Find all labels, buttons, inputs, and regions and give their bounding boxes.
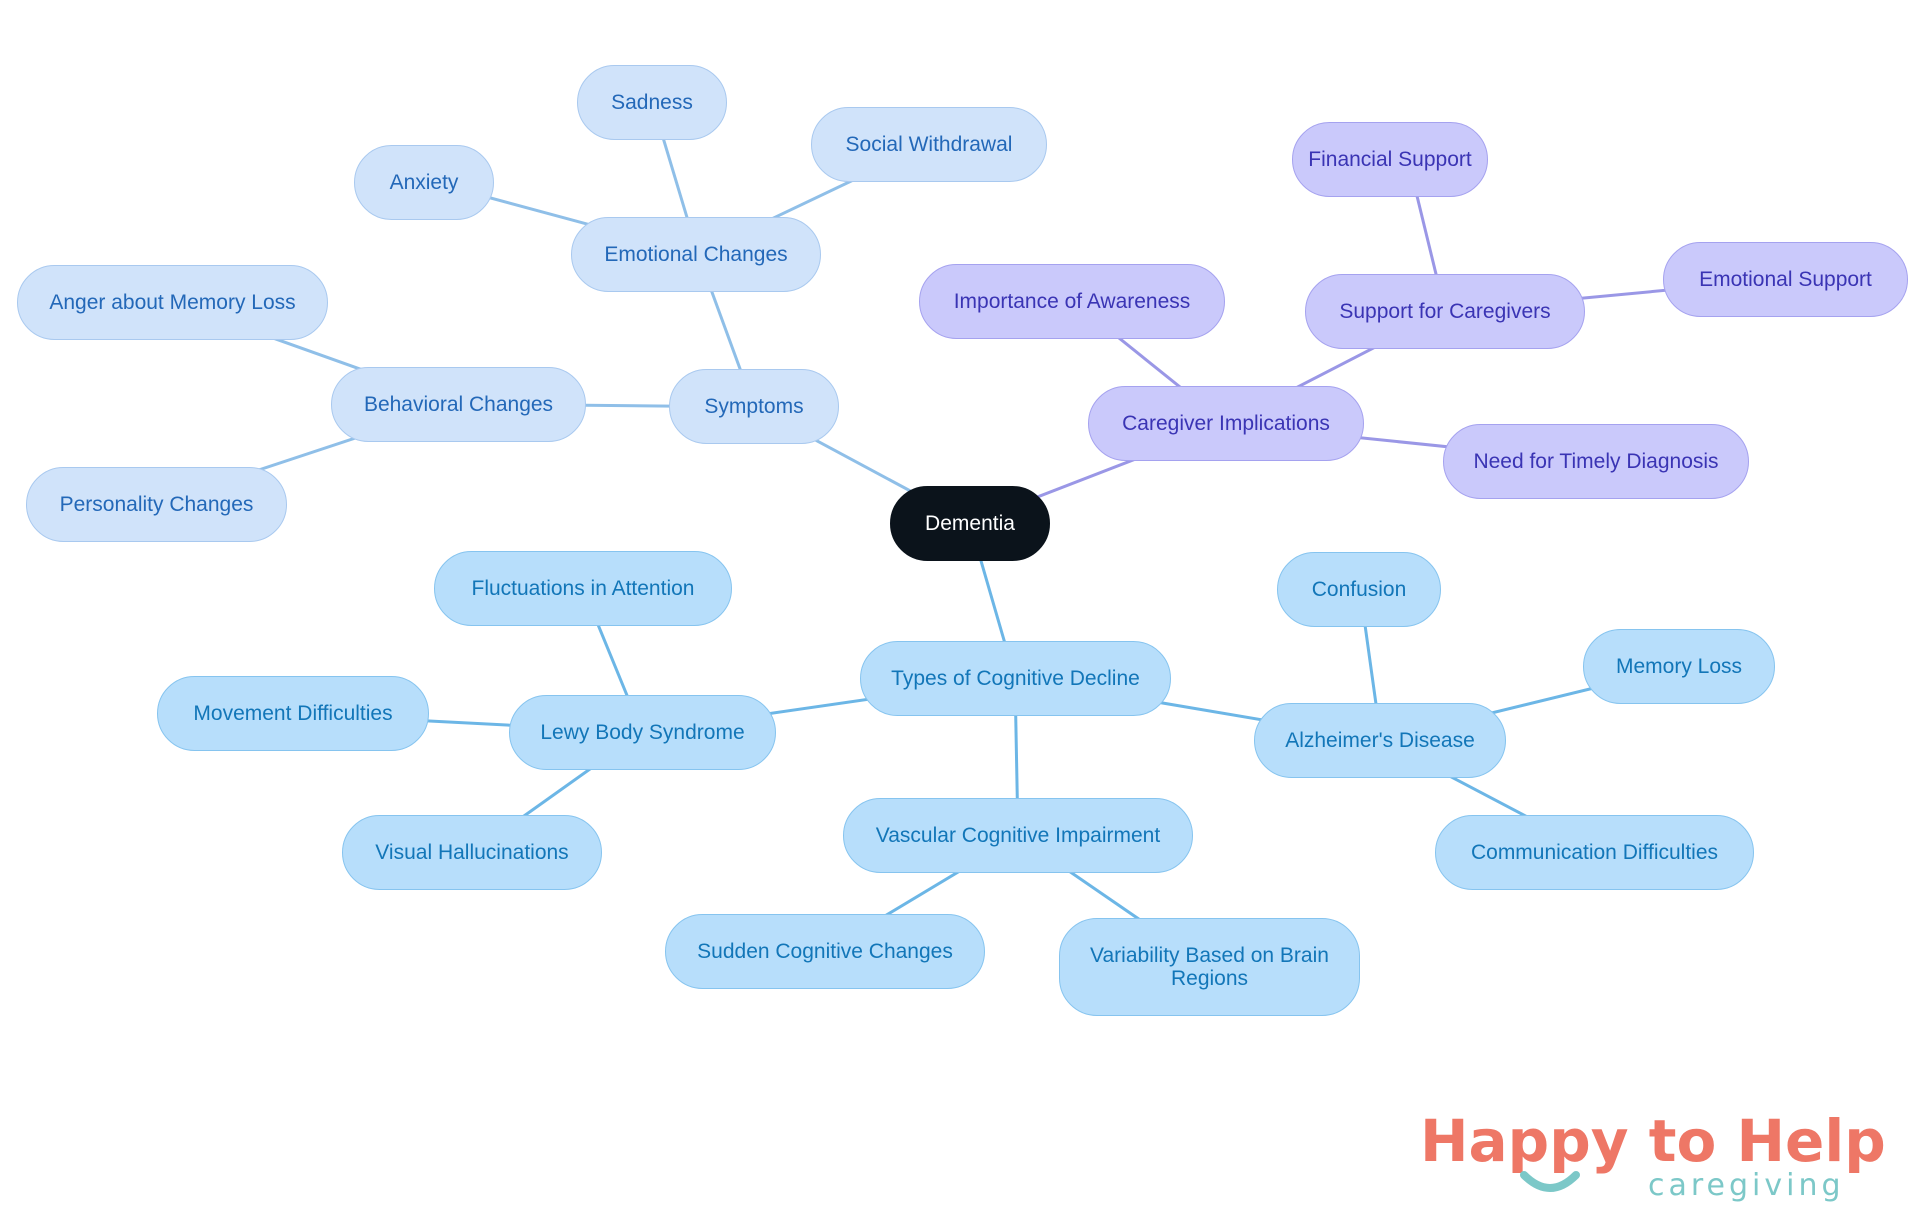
- node-sadness: Sadness: [577, 65, 727, 140]
- node-support-for-caregivers: Support for Caregivers: [1305, 274, 1585, 349]
- node-emotional-support: Emotional Support: [1663, 242, 1908, 317]
- node-lewy-body-syndrome: Lewy Body Syndrome: [509, 695, 776, 770]
- node-communication-difficulties: Communication Difficulties: [1435, 815, 1754, 890]
- node-anger-about-memory-loss: Anger about Memory Loss: [17, 265, 328, 340]
- node-personality-changes: Personality Changes: [26, 467, 287, 542]
- node-vascular-cognitive-impairment: Vascular Cognitive Impairment: [843, 798, 1193, 873]
- node-visual-hallucinations: Visual Hallucinations: [342, 815, 602, 890]
- node-emotional-changes: Emotional Changes: [571, 217, 821, 292]
- node-variability-based-on-brain-regions: Variability Based on Brain Regions: [1059, 918, 1360, 1016]
- node-importance-of-awareness: Importance of Awareness: [919, 264, 1225, 339]
- node-types-of-cognitive-decline: Types of Cognitive Decline: [860, 641, 1171, 716]
- node-alzheimers-disease: Alzheimer's Disease: [1254, 703, 1506, 778]
- node-sudden-cognitive-changes: Sudden Cognitive Changes: [665, 914, 985, 989]
- node-caregiver-implications: Caregiver Implications: [1088, 386, 1364, 461]
- node-memory-loss: Memory Loss: [1583, 629, 1775, 704]
- node-behavioral-changes: Behavioral Changes: [331, 367, 586, 442]
- node-symptoms: Symptoms: [669, 369, 839, 444]
- happy-to-help-logo: Happy to Help caregiving: [1420, 1107, 1886, 1203]
- node-social-withdrawal: Social Withdrawal: [811, 107, 1047, 182]
- logo-title: Happy to Help: [1420, 1107, 1886, 1175]
- node-financial-support: Financial Support: [1292, 122, 1488, 197]
- node-fluctuations-in-attention: Fluctuations in Attention: [434, 551, 732, 626]
- logo-subtitle: caregiving: [1648, 1168, 1845, 1203]
- smile-icon: [1520, 1171, 1580, 1192]
- root-node-dementia: Dementia: [890, 486, 1050, 561]
- node-movement-difficulties: Movement Difficulties: [157, 676, 429, 751]
- node-anxiety: Anxiety: [354, 145, 494, 220]
- node-need-for-timely-diagnosis: Need for Timely Diagnosis: [1443, 424, 1749, 499]
- node-confusion: Confusion: [1277, 552, 1441, 627]
